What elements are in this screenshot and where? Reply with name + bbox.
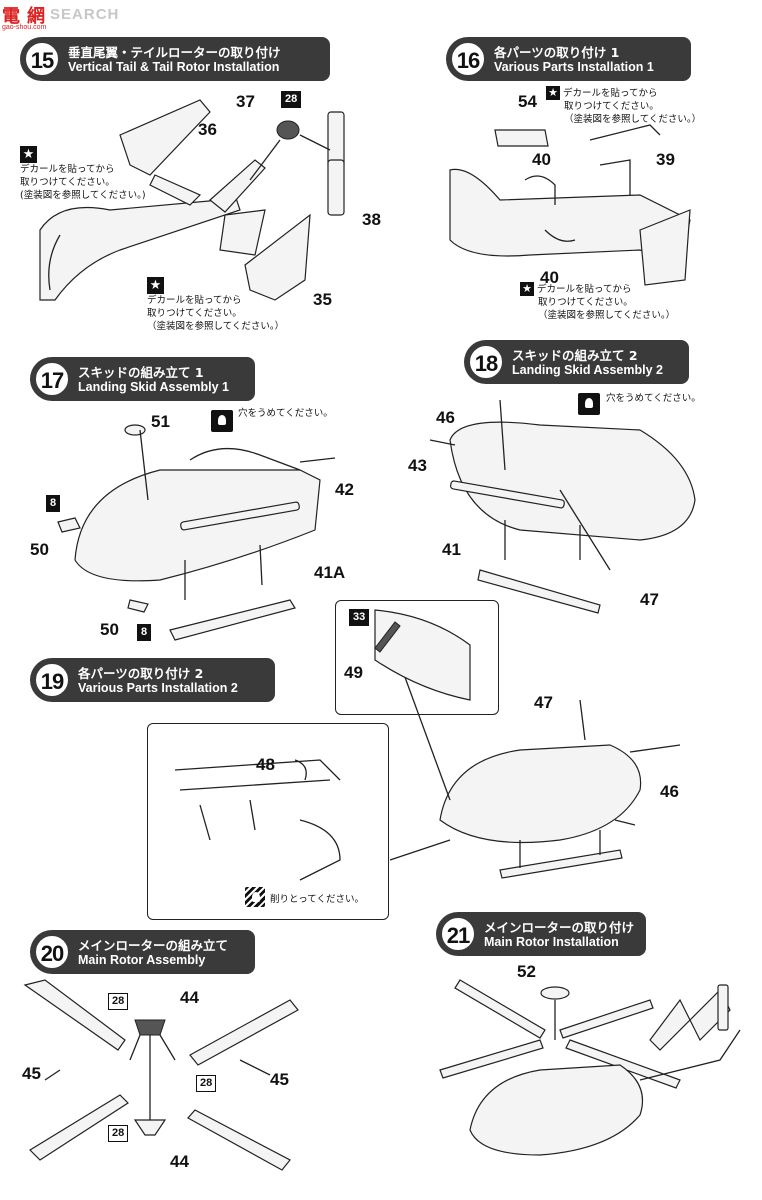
part-45-label-a: 45 — [22, 1064, 41, 1083]
step-18-header: 18 スキッドの組み立て 2 Landing Skid Assembly 2 — [464, 340, 689, 384]
step15-illustration — [39, 99, 345, 301]
part-47-label-a: 47 — [640, 590, 659, 609]
inset-interior-detail — [147, 723, 389, 920]
part-37-label: 37 — [236, 92, 255, 111]
star-icon: ★ — [147, 277, 164, 294]
paint-33-badge: 33 — [349, 609, 370, 626]
step-title-jp: 垂直尾翼・テイルローターの取り付け — [68, 45, 281, 60]
part-51-label: 51 — [151, 412, 170, 431]
step-title-jp: 各パーツの取り付け 2 — [78, 666, 204, 681]
paint-28-badge: 28 — [281, 91, 302, 108]
watermark-search: SEARCH — [50, 6, 120, 23]
part-52-label: 52 — [517, 962, 536, 981]
step-title-jp: スキッドの組み立て 2 — [512, 348, 638, 363]
part-46-label-a: 46 — [436, 408, 455, 427]
step-title-jp: 各パーツの取り付け 1 — [494, 45, 620, 60]
step-title-en: Landing Skid Assembly 2 — [512, 363, 663, 377]
part-41a-label: 41A — [314, 563, 346, 582]
paint-28-badge-20a: 28 — [108, 993, 129, 1010]
paint-8-badge-a: 8 — [46, 495, 61, 512]
step-19-header: 19 各パーツの取り付け 2 Various Parts Installatio… — [30, 658, 275, 702]
cut-off-note: 削りとってください。 — [270, 894, 364, 905]
part-36-label: 36 — [198, 120, 217, 139]
step-21-header: 21 メインローターの取り付け Main Rotor Installation — [436, 912, 646, 956]
step21-illustration — [439, 979, 741, 1156]
part-35-label: 35 — [313, 290, 332, 309]
star-icon: ★ — [520, 282, 534, 296]
step-number: 16 — [450, 41, 486, 77]
step-title-jp: メインローターの組み立て — [78, 938, 229, 953]
step-title-en: Landing Skid Assembly 1 — [78, 380, 229, 394]
step-20-header: 20 メインローターの組み立て Main Rotor Assembly — [30, 930, 255, 974]
part-39-label: 39 — [656, 150, 675, 169]
step18-illustration — [429, 399, 696, 614]
part-43-label: 43 — [408, 456, 427, 475]
part-41-label: 41 — [442, 540, 461, 559]
step-number: 21 — [440, 916, 476, 952]
fill-holes-note-17: 穴をうめてください。 — [238, 408, 333, 419]
part-47-label-b: 47 — [534, 693, 553, 712]
fill-hole-icon — [578, 393, 600, 415]
part-49-label: 49 — [344, 663, 363, 682]
step-number: 20 — [34, 934, 70, 970]
step-number: 17 — [34, 361, 70, 397]
part-46-label-b: 46 — [660, 782, 679, 801]
step-title-en: Vertical Tail & Tail Rotor Installation — [68, 60, 280, 74]
step-title-jp: メインローターの取り付け — [484, 920, 635, 935]
part-44-label-a: 44 — [180, 988, 199, 1007]
part-38-label: 38 — [362, 210, 381, 229]
decal-note-15a: ★ デカールを貼ってから 取りつけてください。 (塗装図を参照してください。) — [20, 146, 146, 201]
decal-note-15b: ★ デカールを貼ってから 取りつけてください。 （塗装図を参照してください。） — [147, 277, 285, 332]
step-number: 15 — [24, 41, 60, 77]
step-title-jp: スキッドの組み立て 1 — [78, 365, 204, 380]
part-50-label-b: 50 — [100, 620, 119, 639]
decal-note-16b: ★ デカールを貼ってから 取りつけてください。 （塗装図を参照してください。） — [520, 282, 675, 322]
fill-hole-icon — [211, 410, 233, 432]
step-17-header: 17 スキッドの組み立て 1 Landing Skid Assembly 1 — [30, 357, 255, 401]
watermark: 電 網 SEARCH gao-shou.com — [2, 2, 120, 31]
decal-note-16a: ★ デカールを貼ってから 取りつけてください。 （塗装図を参照してください。） — [546, 86, 701, 126]
step-title-en: Various Parts Installation 1 — [494, 60, 654, 74]
star-icon: ★ — [20, 146, 37, 163]
step-number: 19 — [34, 662, 70, 698]
watermark-sub: gao-shou.com — [2, 24, 47, 31]
inset-windshield-detail — [335, 600, 499, 715]
step-number: 18 — [468, 344, 504, 380]
step-title-en: Various Parts Installation 2 — [78, 681, 238, 695]
step-title-en: Main Rotor Assembly — [78, 953, 206, 967]
part-48-label: 48 — [256, 755, 275, 774]
step16-illustration — [449, 124, 691, 286]
part-40-label-b: 40 — [540, 268, 559, 287]
part-40-label-a: 40 — [532, 150, 551, 169]
star-icon: ★ — [546, 86, 560, 100]
part-42-label: 42 — [335, 480, 354, 499]
paint-28-badge-20b: 28 — [196, 1075, 217, 1092]
step-16-header: 16 各パーツの取り付け 1 Various Parts Installatio… — [446, 37, 691, 81]
cut-off-icon — [245, 887, 265, 907]
fill-holes-note-18: 穴をうめてください。 — [606, 393, 701, 404]
step17-illustration — [57, 424, 336, 641]
paint-8-badge-b: 8 — [137, 624, 152, 641]
step-title-en: Main Rotor Installation — [484, 935, 619, 949]
watermark-logo: 電 網 — [2, 6, 47, 26]
paint-28-badge-20c: 28 — [108, 1125, 129, 1142]
step-15-header: 15 垂直尾翼・テイルローターの取り付け Vertical Tail & Tai… — [20, 37, 330, 81]
step19-illustration — [174, 609, 681, 881]
part-44-label-b: 44 — [170, 1152, 189, 1171]
part-54-label: 54 — [518, 92, 537, 111]
part-45-label-b: 45 — [270, 1070, 289, 1089]
part-50-label-a: 50 — [30, 540, 49, 559]
step20-illustration — [23, 979, 299, 1171]
